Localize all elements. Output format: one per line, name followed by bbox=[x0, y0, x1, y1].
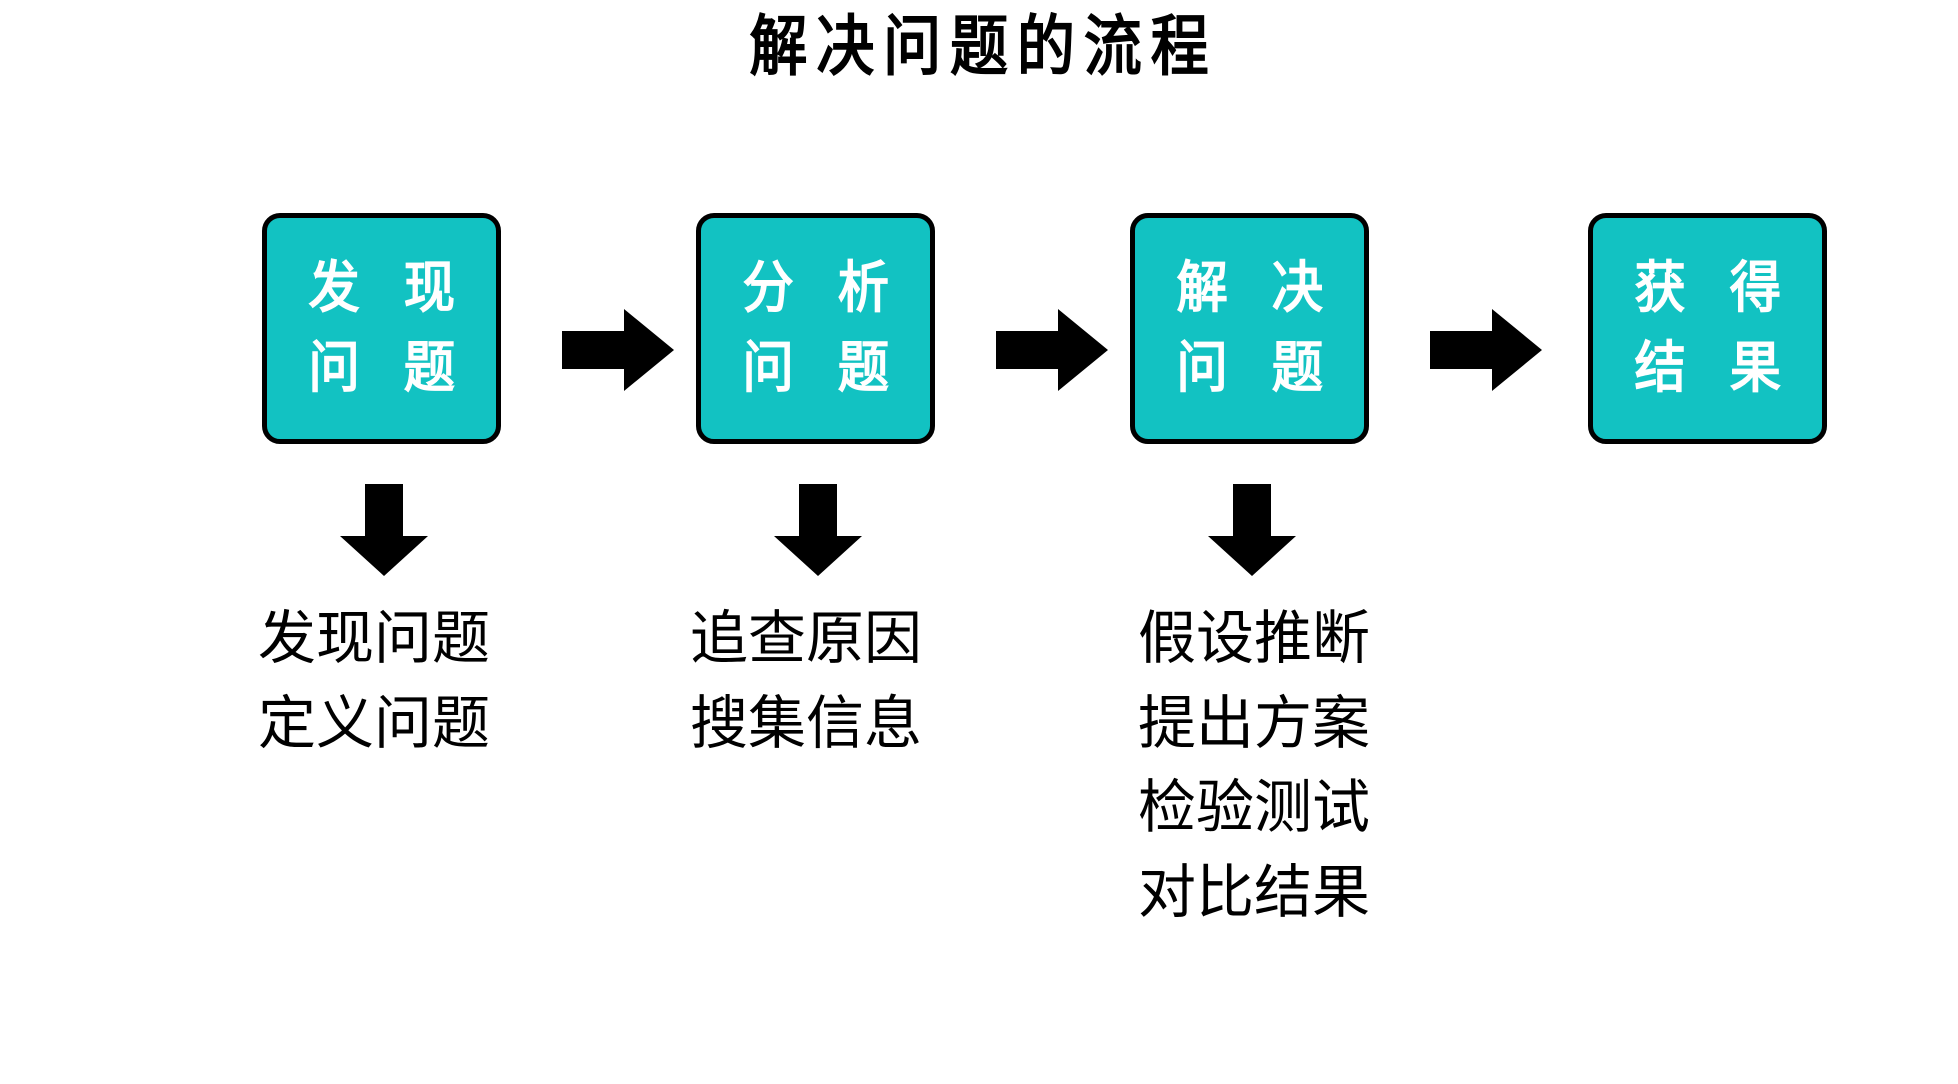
step-box-4[interactable]: 获 得 结 果 bbox=[1588, 213, 1827, 444]
step-box-2[interactable]: 分 析 问 题 bbox=[696, 213, 935, 444]
caption-column-3: 假设推断 提出方案 检验测试 对比结果 bbox=[1138, 596, 1370, 935]
step-box-3[interactable]: 解 决 问 题 bbox=[1130, 213, 1369, 444]
caption-line: 检验测试 bbox=[1138, 773, 1371, 842]
right-arrow-icon-3 bbox=[1430, 309, 1542, 391]
step-box-3-line-1: 解 决 bbox=[1176, 255, 1336, 321]
caption-line: 搜集信息 bbox=[690, 688, 923, 757]
right-arrow-icon-2 bbox=[996, 309, 1108, 391]
down-arrow-icon-2 bbox=[774, 484, 862, 576]
page-title: 解决问题的流程 bbox=[749, 8, 1218, 85]
caption-line: 发现问题 bbox=[258, 604, 491, 672]
step-box-4-line-2: 结 果 bbox=[1634, 335, 1794, 401]
step-box-2-line-2: 问 题 bbox=[742, 335, 902, 401]
step-box-2-line-1: 分 析 bbox=[742, 255, 902, 321]
down-arrow-icon-1 bbox=[340, 484, 428, 576]
flow-row: 发 现 问 题 分 析 问 题 解 决 问 题 bbox=[0, 213, 1958, 453]
step-box-4-line-1: 获 得 bbox=[1634, 255, 1794, 321]
caption-line: 提出方案 bbox=[1138, 688, 1371, 757]
caption-column-2: 追查原因 搜集信息 bbox=[690, 596, 922, 765]
caption-column-1: 发现问题 定义问题 bbox=[258, 596, 490, 765]
caption-line: 定义问题 bbox=[258, 688, 491, 757]
step-box-3-line-2: 问 题 bbox=[1176, 335, 1336, 401]
caption-line: 对比结果 bbox=[1138, 858, 1371, 927]
step-box-1[interactable]: 发 现 问 题 bbox=[262, 213, 501, 444]
down-arrow-icon-3 bbox=[1208, 484, 1296, 576]
step-box-1-line-1: 发 现 bbox=[308, 255, 468, 321]
caption-line: 追查原因 bbox=[690, 604, 923, 672]
caption-line: 假设推断 bbox=[1138, 604, 1371, 672]
right-arrow-icon-1 bbox=[562, 309, 674, 391]
step-box-1-line-2: 问 题 bbox=[308, 335, 468, 401]
